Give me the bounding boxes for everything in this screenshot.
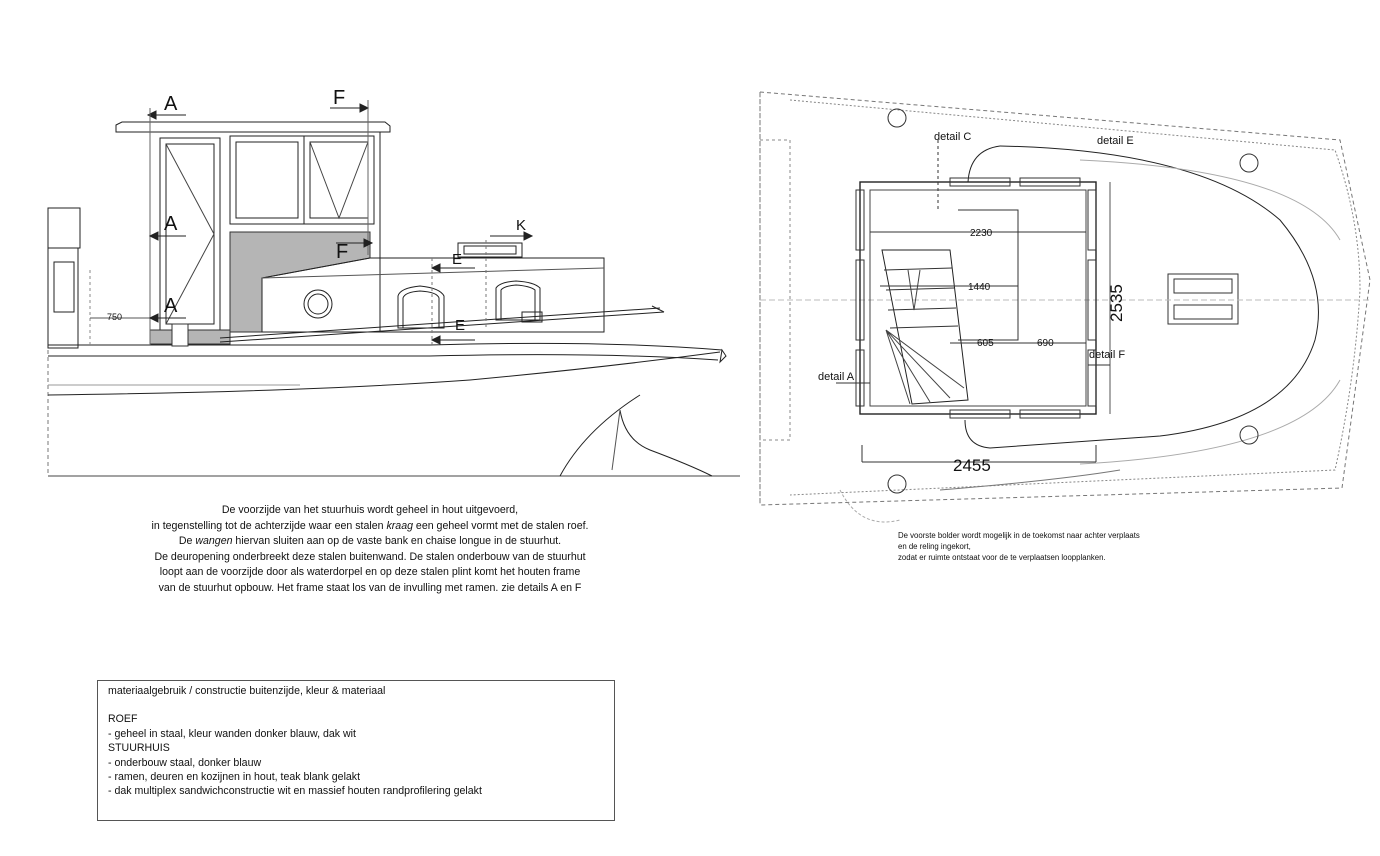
detail-a-label: detail A — [818, 371, 855, 383]
dimension-2535: 2535 — [1107, 284, 1126, 322]
dimension-750: 750 — [107, 312, 122, 322]
detail-e-label: detail E — [1097, 135, 1134, 147]
side-view — [47, 100, 740, 477]
dimension-2455: 2455 — [953, 456, 991, 475]
stuurhuis-item: - dak multiplex sandwichconstructie wit … — [108, 785, 482, 798]
dimension-605: 605 — [977, 338, 994, 349]
section-label-e-low: E — [455, 317, 465, 334]
materials-box: materiaalgebruik / constructie buitenzij… — [97, 680, 615, 821]
detail-c-label: detail C — [934, 131, 971, 143]
dimension-690: 690 — [1037, 338, 1054, 349]
roef-title: ROEF — [108, 713, 138, 726]
plan-view-labels: detail C detail E detail A detail F 2230… — [818, 131, 1134, 475]
section-label-f-mid: F — [336, 241, 348, 263]
dimension-2230: 2230 — [970, 228, 993, 239]
caption-line: De wangen hiervan sluiten aan op de vast… — [90, 534, 650, 550]
spacer — [108, 698, 604, 712]
caption-text: een geheel vormt met de stalen roef. — [412, 519, 589, 532]
note-line: en de reling ingekort, — [898, 542, 971, 552]
detail-f-label: detail F — [1089, 349, 1125, 361]
caption-text: De — [178, 535, 196, 548]
section-label-e-top: E — [452, 251, 462, 268]
roef-item: - geheel in staal, kleur wanden donker b… — [108, 727, 356, 740]
caption-text: hiervan sluiten aan op de vaste bank en … — [232, 535, 562, 548]
caption-line: in tegenstelling tot de achterzijde waar… — [90, 519, 650, 535]
materials-heading: materiaalgebruik / constructie buitenzij… — [108, 685, 386, 697]
caption-emphasis: kraag — [386, 519, 413, 532]
side-view-labels: A F A F A K E E 750 — [107, 87, 526, 334]
caption-line: loopt aan de voorzijde door als waterdor… — [159, 566, 581, 579]
note-line: De voorste bolder wordt mogelijk in de t… — [898, 531, 1140, 540]
caption-text: in tegenstelling tot de achterzijde waar… — [151, 519, 387, 532]
side-view-caption: De voorzijde van het stuurhuis wordt geh… — [90, 503, 650, 597]
section-label-a-top: A — [164, 93, 178, 115]
stuurhuis-title: STUURHUIS — [108, 742, 170, 755]
section-label-a-mid: A — [164, 213, 178, 235]
note-line: zodat er ruimte ontstaat voor de te verp… — [898, 553, 1106, 563]
section-label-k: K — [516, 217, 526, 234]
caption-line: De voorzijde van het stuurhuis wordt geh… — [221, 504, 519, 516]
stuurhuis-item: - ramen, deuren en kozijnen in hout, tea… — [108, 771, 361, 784]
section-label-a-low: A — [164, 295, 178, 317]
caption-emphasis: wangen — [195, 535, 233, 548]
plan-view — [759, 91, 1371, 523]
plan-view-note: De voorste bolder wordt mogelijk in de t… — [898, 530, 1318, 564]
stuurhuis-item: - onderbouw staal, donker blauw — [108, 756, 262, 769]
dimension-1440: 1440 — [968, 282, 991, 293]
caption-line: De deuropening onderbreekt deze stalen b… — [154, 550, 586, 563]
caption-line: van de stuurhut opbouw. Het frame staat … — [158, 581, 582, 594]
section-label-f-top: F — [333, 87, 345, 109]
